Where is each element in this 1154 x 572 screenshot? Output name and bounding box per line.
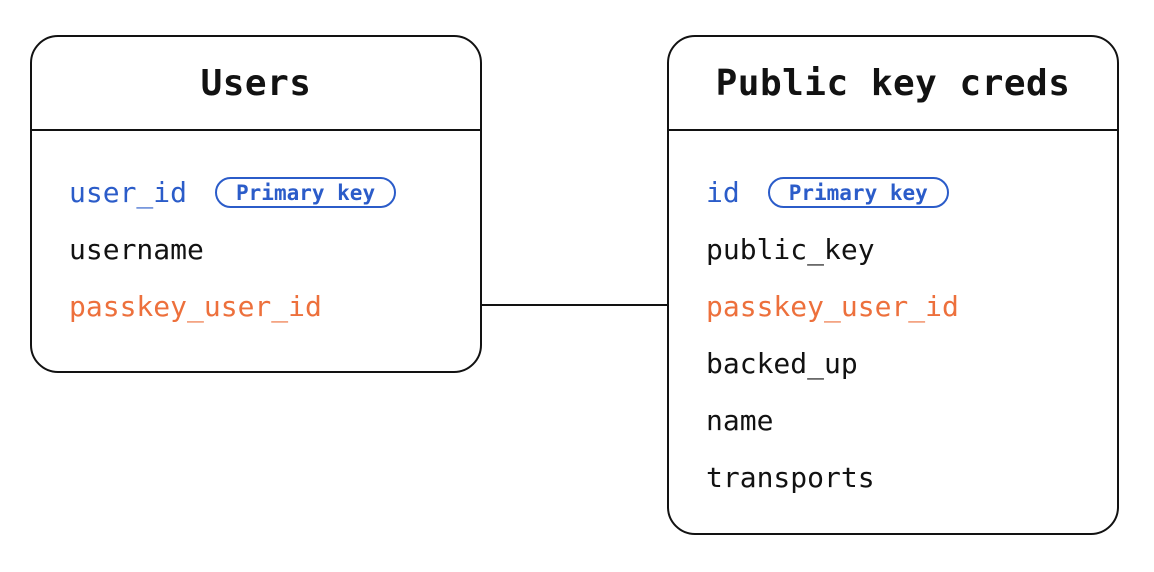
field-row-username: username (32, 221, 480, 278)
field-name: passkey_user_id (69, 290, 322, 323)
field-name: id (706, 176, 740, 209)
table-public-key-creds-fields: id Primary key public_key passkey_user_i… (669, 131, 1117, 506)
field-name: public_key (706, 233, 875, 266)
field-row-name: name (669, 392, 1117, 449)
field-row-user-id: user_id Primary key (32, 164, 480, 221)
primary-key-badge: Primary key (767, 177, 949, 208)
field-name: backed_up (706, 347, 858, 380)
field-row-passkey-user-id: passkey_user_id (669, 278, 1117, 335)
table-title: Users (200, 62, 312, 104)
relationship-line (482, 304, 667, 306)
field-name: transports (706, 461, 875, 494)
field-row-passkey-user-id: passkey_user_id (32, 278, 480, 335)
primary-key-badge: Primary key (215, 177, 397, 208)
table-users-fields: user_id Primary key username passkey_use… (32, 131, 480, 335)
table-public-key-creds: Public key creds id Primary key public_k… (667, 35, 1119, 535)
table-public-key-creds-header: Public key creds (669, 37, 1117, 131)
field-row-transports: transports (669, 449, 1117, 506)
table-title: Public key creds (715, 62, 1071, 104)
table-users: Users user_id Primary key username passk… (30, 35, 482, 373)
field-name: username (69, 233, 204, 266)
field-name: passkey_user_id (706, 290, 959, 323)
field-name: name (706, 404, 774, 437)
field-row-id: id Primary key (669, 164, 1117, 221)
table-users-header: Users (32, 37, 480, 131)
field-name: user_id (69, 176, 188, 209)
field-row-backed-up: backed_up (669, 335, 1117, 392)
field-row-public-key: public_key (669, 221, 1117, 278)
